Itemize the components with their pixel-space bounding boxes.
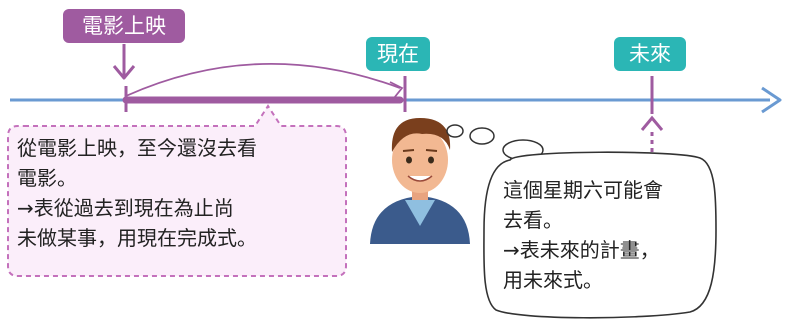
- right-note-text: 這個星期六可能會 去看。 →表未來的計畫， 用未來式。: [503, 175, 663, 295]
- release-tag: 電影上映: [63, 9, 185, 43]
- left-note-line-3: →表從過去到現在為止尚: [17, 196, 234, 220]
- left-note-text: 從電影上映，至今還沒去看 電影。 →表從過去到現在為止尚 未做某事，用現在完成式…: [17, 133, 257, 253]
- now-tag: 現在: [366, 37, 430, 71]
- left-note-line-4: 未做某事，用現在完成式。: [17, 226, 257, 250]
- future-tag: 未來: [614, 37, 686, 71]
- future-dotted-arrowhead: [640, 115, 664, 131]
- timeline-arrowhead: [761, 86, 782, 114]
- right-note-line-3: →表未來的計畫，: [503, 238, 660, 262]
- release-arrow-head: [112, 65, 136, 80]
- left-note-line-2: 電影。: [17, 166, 77, 190]
- right-note-line-1: 這個星期六可能會: [503, 178, 663, 202]
- duration-arc-arrowhead: [389, 81, 404, 99]
- left-note-line-1: 從電影上映，至今還沒去看: [17, 136, 257, 160]
- right-note-line-2: 去看。: [503, 208, 563, 232]
- left-note-bubble: [7, 104, 347, 277]
- right-note-line-4: 用未來式。: [503, 268, 603, 292]
- thought-bubble-icon: [446, 124, 717, 319]
- duration-arc: [125, 62, 401, 97]
- boy-avatar-icon: [370, 118, 470, 244]
